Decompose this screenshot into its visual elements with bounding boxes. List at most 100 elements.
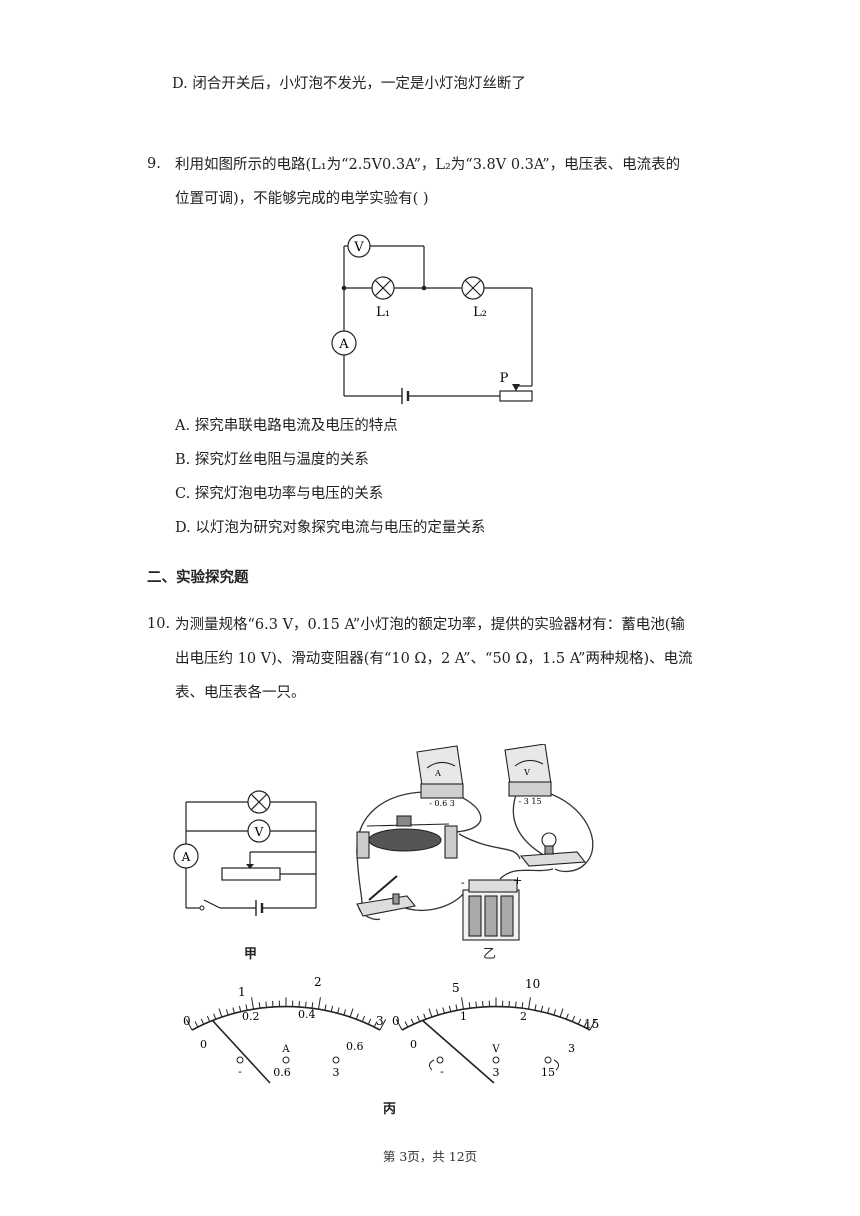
label-jia: 甲 <box>244 947 258 962</box>
dial-tick <box>521 1002 524 1009</box>
voltmeter-needle <box>421 1019 495 1084</box>
q9-option-a: A. 探究串联电路电流及电压的特点 <box>175 418 398 434</box>
dial-tick <box>330 1005 334 1012</box>
yi-voltmeter-terminals: - 3 15 <box>518 797 541 806</box>
dial-tick <box>311 1002 314 1009</box>
yi-voltmeter <box>504 744 552 797</box>
dial-tick <box>455 1004 458 1011</box>
dial-tick <box>213 1013 217 1020</box>
dial-tick <box>200 1018 205 1025</box>
voltmeter-symbol <box>347 234 371 258</box>
dial-tick <box>475 1001 477 1008</box>
yi-voltmeter-face: V <box>523 768 530 777</box>
dial-tick <box>583 1021 588 1028</box>
ammeter-top-0: 0 <box>183 1014 191 1028</box>
q10-line1: 为测量规格“6.3 V，0.15 A”小灯泡的额定功率，提供的实验器材有：蓄电池… <box>175 617 685 633</box>
dial-tick <box>442 1007 445 1014</box>
q10-figure-bing-dials: 0 1 2 3 0 0.2 0.4 0.6 A - 0.6 3 0 5 10 1… <box>183 975 599 1084</box>
rheostat-symbol <box>499 390 533 402</box>
q10-line2: 出电压约 10 V)、滑动变阻器(有“10 Ω，2 A”、“50 Ω，1.5 A… <box>175 651 693 667</box>
voltmeter-bottom-3: 3 <box>568 1042 575 1055</box>
dial-tick <box>589 1019 597 1031</box>
voltmeter-label: V <box>353 240 364 255</box>
dial-tick <box>265 1001 267 1008</box>
dial-tick <box>218 1008 223 1018</box>
q10-figure-jia-circuit: V A <box>173 790 317 916</box>
q10-number: 10. <box>147 616 171 632</box>
ammeter-terminal-06: 0.6 <box>273 1066 291 1079</box>
dial-tick <box>435 1009 439 1016</box>
dial-tick <box>379 1019 387 1031</box>
q9-option-b: B. 探究灯丝电阻与温度的关系 <box>175 452 369 468</box>
jia-ammeter-label: A <box>181 850 191 864</box>
ammeter-bottom-3: 0.6 <box>346 1040 364 1053</box>
yi-ammeter-face: A <box>434 769 441 778</box>
dial-tick <box>410 1018 415 1025</box>
ammeter-bottom-1: 0.2 <box>242 1010 260 1023</box>
q10-line3: 表、电压表各一只。 <box>175 685 306 701</box>
jia-voltmeter-symbol <box>247 819 271 843</box>
dial-tick <box>547 1007 550 1014</box>
voltmeter-top-0: 0 <box>392 1014 400 1028</box>
dial-tick <box>367 1018 372 1025</box>
jia-voltmeter-label: V <box>254 825 264 839</box>
q9-number: 9. <box>147 156 161 172</box>
dial-tick <box>225 1009 229 1016</box>
q9-option-c: C. 探究灯泡电功率与电压的关系 <box>175 486 384 502</box>
jia-ammeter-symbol <box>173 843 199 869</box>
dial-tick <box>206 1015 211 1022</box>
dial-tick <box>540 1005 544 1012</box>
dial-tick <box>251 997 255 1010</box>
q8-option-d: D. 闭合开关后，小灯泡不发光，一定是小灯泡灯丝断了 <box>172 76 526 92</box>
yi-switch <box>356 875 416 917</box>
dial-tick <box>527 997 531 1010</box>
dial-tick <box>404 1021 409 1028</box>
dial-tick <box>416 1015 421 1022</box>
slider-label: P <box>500 371 509 386</box>
lamp1-symbol <box>371 276 395 300</box>
dial-tick <box>515 1001 517 1008</box>
yi-battery-minus: - <box>461 876 465 889</box>
dial-tick <box>373 1021 378 1028</box>
dial-tick <box>258 1002 261 1009</box>
voltmeter-top-5: 5 <box>452 981 460 995</box>
ammeter-top-3: 3 <box>376 1014 384 1028</box>
voltmeter-dial <box>395 997 597 1084</box>
q9-stem-line2: 位置可调)，不能够完成的电学实验有( ) <box>175 191 429 207</box>
dial-tick <box>324 1004 327 1011</box>
dial-tick <box>232 1007 235 1014</box>
yi-lamp <box>519 832 587 867</box>
voltmeter-bottom-1: 1 <box>460 1010 467 1023</box>
dial-tick <box>559 1008 564 1018</box>
q10-figure-yi-apparatus: A - 0.6 3 V - 3 15 - + <box>356 744 594 941</box>
dial-tick <box>577 1018 582 1025</box>
dial-tick <box>395 1019 403 1031</box>
dial-tick <box>245 1004 248 1011</box>
ammeter-bottom-2: 0.4 <box>298 1008 316 1021</box>
dial-tick <box>317 997 321 1010</box>
dial-tick <box>448 1005 452 1012</box>
label-yi: 乙 <box>483 947 497 962</box>
ammeter-top-1: 1 <box>238 985 246 999</box>
ammeter-needle <box>211 1019 271 1084</box>
voltmeter-terminal-15: 15 <box>541 1066 555 1079</box>
dial-tick <box>565 1013 569 1020</box>
page-footer: 第 3页，共 12页 <box>382 1149 478 1164</box>
dial-tick <box>361 1015 366 1022</box>
dial-tick <box>194 1021 199 1028</box>
yi-battery-plus: + <box>513 874 522 887</box>
voltmeter-bottom-0: 0 <box>410 1038 417 1051</box>
yi-rheostat <box>356 815 458 859</box>
voltmeter-unit: V <box>491 1044 500 1055</box>
voltmeter-top-10: 10 <box>525 977 540 991</box>
voltmeter-terminal-3: 3 <box>493 1066 500 1079</box>
jia-rheostat-symbol <box>221 867 281 881</box>
yi-battery <box>462 879 520 941</box>
ammeter-bottom-0: 0 <box>200 1038 207 1051</box>
voltmeter-bottom-2: 2 <box>520 1010 527 1023</box>
dial-tick <box>553 1009 557 1016</box>
section2-title: 二、实验探究题 <box>147 570 249 586</box>
dial-tick <box>355 1013 359 1020</box>
ammeter-unit: A <box>281 1044 290 1055</box>
q9-circuit-diagram: V A L₁ L₂ P <box>331 234 533 404</box>
